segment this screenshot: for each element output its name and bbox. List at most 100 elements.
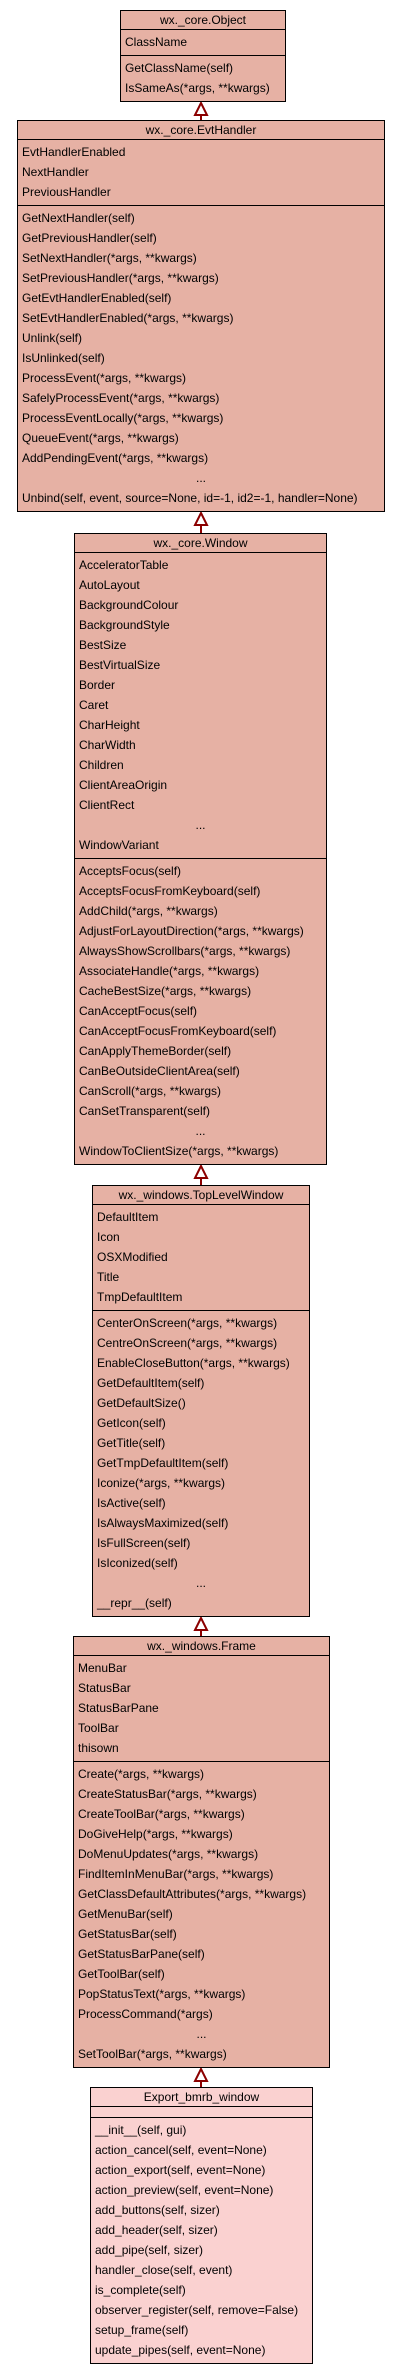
member-row: BestSize [79, 638, 127, 652]
member-row: OSXModified [97, 1250, 168, 1264]
inheritance-arrowhead [193, 1615, 209, 1631]
member-row: GetNextHandler(self) [22, 211, 135, 225]
class-title: Export_bmrb_window [91, 2088, 312, 2107]
member-row: CharWidth [79, 738, 136, 752]
member-row: AssociateHandle(*args, **kwargs) [79, 964, 260, 978]
attributes-section: ClassName [121, 30, 285, 55]
ellipsis: ... [195, 471, 206, 485]
member-row: Border [79, 678, 116, 692]
member-row: AutoLayout [79, 578, 140, 592]
class-title: wx._core.EvtHandler [18, 121, 384, 140]
member-row: Unbind(self, event, source=None, id=-1, … [22, 491, 358, 505]
methods-section: Create(*args, **kwargs)CreateStatusBar(*… [74, 1761, 329, 2067]
member-row: WindowVariant [79, 838, 159, 852]
member-row: GetClassName(self) [125, 61, 234, 75]
member-row: GetTitle(self) [97, 1436, 166, 1450]
member-row: Create(*args, **kwargs) [78, 1767, 205, 1781]
member-row: IsIconized(self) [97, 1556, 178, 1570]
member-row: handler_close(self, event) [95, 2263, 233, 2277]
inheritance-arrowhead [193, 510, 209, 526]
member-row: ClassName [125, 35, 188, 49]
member-row: QueueEvent(*args, **kwargs) [22, 431, 179, 445]
member-row: CanSetTransparent(self) [79, 1104, 210, 1118]
member-row: action_export(self, event=None) [95, 2163, 266, 2177]
member-row: GetPreviousHandler(self) [22, 231, 157, 245]
member-row: AddPendingEvent(*args, **kwargs) [22, 451, 209, 465]
member-row: SafelyProcessEvent(*args, **kwargs) [22, 391, 220, 405]
ellipsis: ... [195, 1576, 206, 1590]
member-row: GetDefaultSize() [97, 1396, 186, 1410]
member-row: DoGiveHelp(*args, **kwargs) [78, 1827, 233, 1841]
member-row: GetStatusBarPane(self) [78, 1947, 205, 1961]
member-row: add_pipe(self, sizer) [95, 2243, 204, 2257]
member-row: IsFullScreen(self) [97, 1536, 191, 1550]
inheritance-arrowhead [193, 2066, 209, 2082]
member-row: PreviousHandler [22, 185, 111, 199]
member-row: CentreOnScreen(*args, **kwargs) [97, 1336, 278, 1350]
member-row: Caret [79, 698, 109, 712]
member-row: DoMenuUpdates(*args, **kwargs) [78, 1847, 259, 1861]
ellipsis: ... [195, 818, 206, 832]
member-row: GetEvtHandlerEnabled(self) [22, 291, 172, 305]
member-row: GetMenuBar(self) [78, 1907, 173, 1921]
member-row: setup_frame(self) [95, 2323, 189, 2337]
member-row: EvtHandlerEnabled [22, 145, 126, 159]
member-row: CanBeOutsideClientArea(self) [79, 1064, 240, 1078]
member-row: BackgroundStyle [79, 618, 170, 632]
member-row: ClientRect [79, 798, 135, 812]
member-row: IsActive(self) [97, 1496, 166, 1510]
member-row: Title [97, 1270, 120, 1284]
member-row: TmpDefaultItem [97, 1290, 183, 1304]
member-row: CharHeight [79, 718, 140, 732]
methods-section: __init__(self, gui) action_cancel(self, e… [91, 2117, 312, 2363]
member-row: WindowToClientSize(*args, **kwargs) [79, 1144, 279, 1158]
member-row: ClientAreaOrigin [79, 778, 168, 792]
member-row: action_cancel(self, event=None) [95, 2143, 267, 2157]
class-title: wx._windows.TopLevelWindow [93, 1186, 309, 1205]
member-row: GetTmpDefaultItem(self) [97, 1456, 229, 1470]
methods-section: GetClassName(self) IsSameAs(*args, **kwar… [121, 55, 285, 101]
member-row: __init__(self, gui) [95, 2123, 187, 2137]
member-row: GetDefaultItem(self) [97, 1376, 205, 1390]
member-row: IsAlwaysMaximized(self) [97, 1516, 229, 1530]
methods-section: GetNextHandler(self) GetPreviousHandler(s… [18, 205, 384, 511]
member-row: MenuBar [78, 1661, 127, 1675]
member-row: AcceleratorTable [79, 558, 169, 572]
member-row: SetNextHandler(*args, **kwargs) [22, 251, 197, 265]
member-row: SetEvtHandlerEnabled(*args, **kwargs) [22, 311, 234, 325]
class-export-bmrb-window: Export_bmrb_window __init__(self, gui) act… [90, 2087, 313, 2364]
member-row: SetToolBar(*args, **kwargs) [78, 2047, 227, 2061]
member-row: GetClassDefaultAttributes(*args, **kwarg… [78, 1887, 307, 1901]
member-row: IsUnlinked(self) [22, 351, 105, 365]
member-row: add_header(self, sizer) [95, 2223, 218, 2237]
member-row: NextHandler [22, 165, 89, 179]
member-row: observer_register(self, remove=False) [95, 2303, 299, 2317]
member-row: BackgroundColour [79, 598, 179, 612]
member-row: IsSameAs(*args, **kwargs) [125, 81, 270, 95]
member-row: SetPreviousHandler(*args, **kwargs) [22, 271, 219, 285]
member-row: GetIcon(self) [97, 1416, 166, 1430]
member-row: ProcessCommand(*args) [78, 2007, 213, 2021]
member-row: Icon [97, 1230, 120, 1244]
member-row: is_complete(self) [95, 2283, 186, 2297]
inheritance-arrowhead [193, 100, 209, 116]
member-row: CreateToolBar(*args, **kwargs) [78, 1807, 245, 1821]
member-row: AcceptsFocus(self) [79, 864, 182, 878]
class-title: wx._windows.Frame [74, 1637, 329, 1656]
class-title: wx._core.Window [75, 534, 326, 553]
methods-section: AcceptsFocus(self)AcceptsFocusFromKeyboa… [75, 858, 326, 1164]
member-row: CanAcceptFocusFromKeyboard(self) [79, 1024, 277, 1038]
member-row: add_buttons(self, sizer) [95, 2203, 220, 2217]
member-row: DefaultItem [97, 1210, 159, 1224]
member-row: EnableCloseButton(*args, **kwargs) [97, 1356, 290, 1370]
member-row: ProcessEvent(*args, **kwargs) [22, 371, 187, 385]
member-row: GetStatusBar(self) [78, 1927, 177, 1941]
class-title: wx._core.Object [121, 11, 285, 30]
member-row: CanApplyThemeBorder(self) [79, 1044, 232, 1058]
